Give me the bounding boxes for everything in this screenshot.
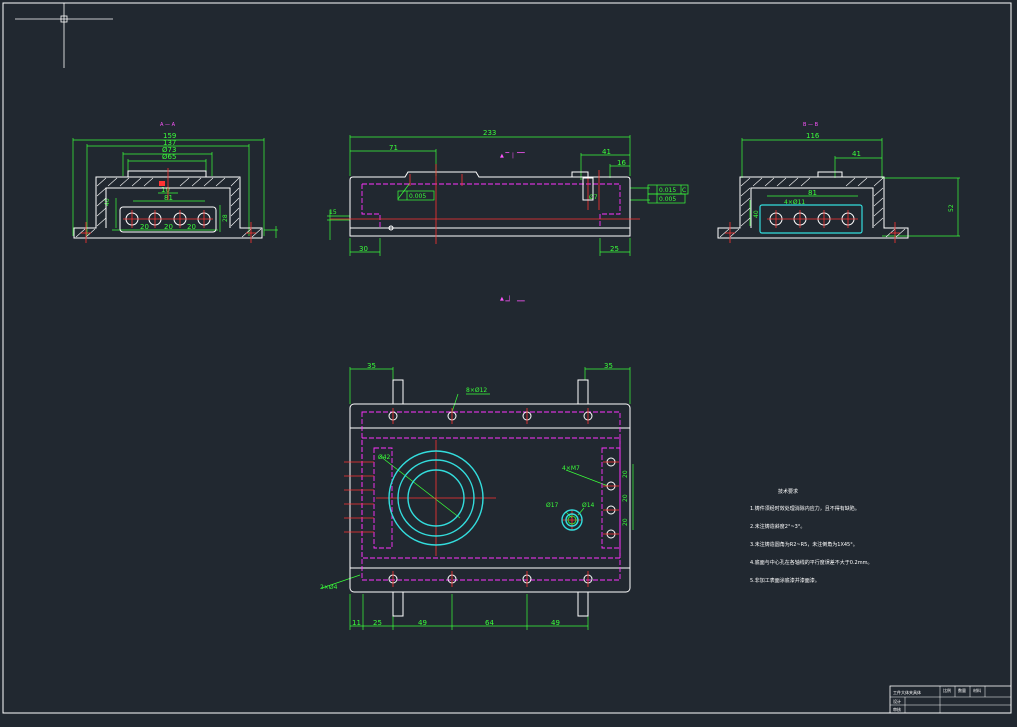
title-block: 工件大体夹具体 比例 数量 材料 设计 审核 [889, 685, 1012, 714]
dim-text: 233 [483, 129, 496, 137]
drawing-frame [2, 2, 1012, 714]
title-block-cell: 材料 [973, 687, 981, 693]
title-block-cell: 审核 [893, 706, 901, 712]
dim-text: 30 [359, 245, 368, 253]
note-item: 4.底面与中心孔在各轴线的平行度误差不大于0.2mm。 [750, 559, 872, 566]
dim-text: 15 [329, 209, 337, 216]
view-marker: ▲ ▁▏ ▁▁ [500, 295, 525, 302]
dim-text: 20 [140, 223, 149, 231]
note-item: 3.未注铸造圆角为R2~R5，未注倒角为1X45°。 [750, 541, 858, 548]
dim-text: 25 [373, 619, 382, 627]
dim-text: 137 [163, 139, 176, 147]
dim-text: 41 [852, 150, 861, 158]
dim-text: 35 [604, 362, 613, 370]
dim-text: 49 [418, 619, 427, 627]
dim-text: 49 [551, 619, 560, 627]
top-view: 35 35 8×Ø12 Ø42 4×M7 Ø17 Ø14 20 20 20 2×… [320, 362, 634, 630]
dim-text: 64 [485, 619, 494, 627]
crosshair-cursor-icon [15, 3, 113, 68]
dim-text: Ø14 [582, 502, 595, 509]
dim-text: 81 [164, 194, 173, 202]
svg-text:▲ ▁▏: ▲ ▁▏ [500, 295, 513, 302]
dim-text: 71 [389, 144, 398, 152]
dim-text: 2×Ø4 [320, 584, 338, 591]
gdt-datum: C [682, 187, 686, 194]
dim-text: 20 [187, 223, 196, 231]
dim-text: 8×Ø12 [466, 387, 487, 394]
dim-text: 40 [753, 210, 760, 218]
notes-title: 技术要求 [778, 488, 798, 495]
dim-text: 159 [163, 132, 176, 140]
technical-notes: 技术要求 1.铸件须经时效处理消除内应力，且不得有缺陷。 2.未注铸造斜度2°~… [750, 488, 872, 584]
dim-text: 4×Ø11 [784, 199, 805, 206]
dim-text: Ø42 [378, 454, 391, 461]
note-item: 1.铸件须经时效处理消除内应力，且不得有缺陷。 [750, 505, 860, 512]
dim-text: 28 [222, 214, 229, 222]
dim-text: 40 [104, 198, 111, 206]
dim-text: 11 [352, 619, 361, 627]
title-block-cell: 比例 [943, 687, 951, 693]
title-block-name: 工件大体夹具体 [893, 689, 921, 695]
gdt-value: 0.005 [659, 196, 676, 203]
dim-text: 4×M7 [562, 465, 580, 472]
dim-text: 52 [948, 204, 955, 212]
note-item: 5.非加工表面涂底漆并漆面漆。 [750, 577, 820, 584]
right-view: B — B 116 41 81 4×Ø11 40 52 [717, 122, 960, 243]
section-marker-a: A — A [160, 122, 176, 128]
title-block-cell: 设计 [893, 698, 901, 704]
dim-text: 81 [808, 189, 817, 197]
note-item: 2.未注铸造斜度2°~3°。 [750, 523, 805, 530]
front-view: A — A 159 137 Ø73 Ø65 10 81 [72, 122, 278, 243]
dim-text: 25 [610, 245, 619, 253]
section-marker-b: B — B [803, 122, 819, 128]
svg-text:▁▁: ▁▁ [516, 296, 525, 302]
gdt-value: 0.005 [409, 193, 426, 200]
dim-text: Ø65 [162, 153, 176, 161]
title-block-cell: 数量 [958, 687, 966, 693]
svg-text:▲ ▔▕: ▲ ▔▕ [500, 152, 513, 159]
dim-text: 116 [806, 132, 820, 140]
dim-text: 41 [602, 148, 611, 156]
dim-text: 10 [161, 186, 170, 194]
side-view: ▲ ▔▕ ▔▔ 233 71 41 [327, 129, 689, 256]
dim-text: 20 [622, 518, 629, 526]
dim-text: 16 [617, 159, 626, 167]
gdt-value: 0.015 [659, 187, 676, 194]
svg-text:▔▔: ▔▔ [516, 152, 525, 159]
dim-text: 20 [622, 470, 629, 478]
dim-text: Ø17 [546, 502, 559, 509]
dim-text: 20 [622, 494, 629, 502]
dim-text: 35 [367, 362, 376, 370]
dim-text: Ø73 [162, 146, 176, 154]
dim-text: 20 [164, 223, 173, 231]
